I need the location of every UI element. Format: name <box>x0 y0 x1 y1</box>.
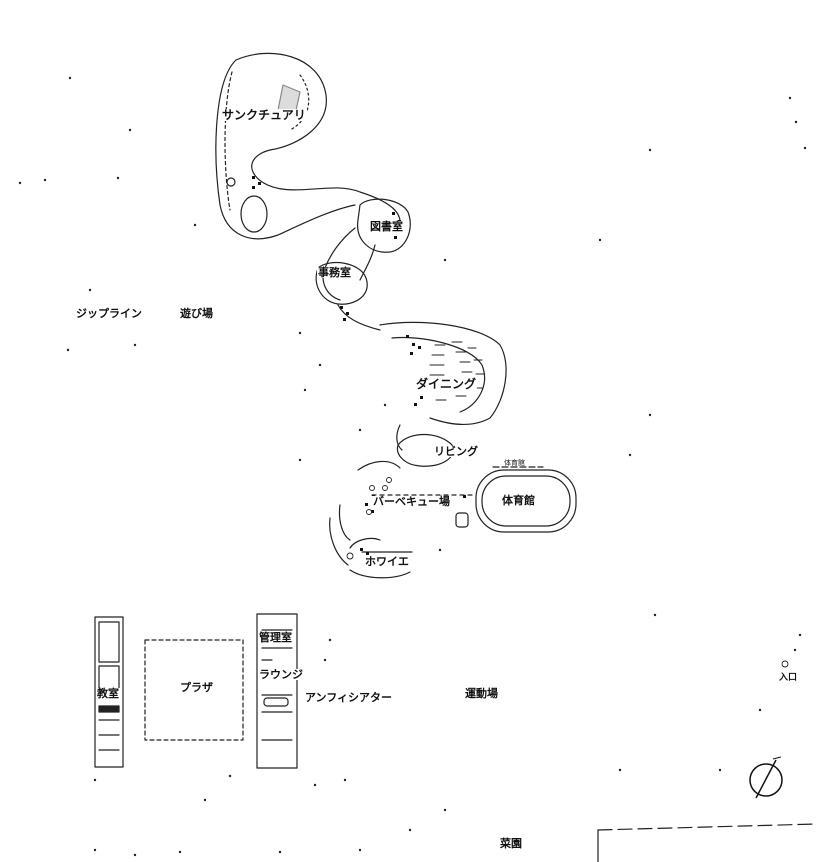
label-admin: 管理室 <box>258 631 293 644</box>
gym-entry-symbol <box>455 512 469 528</box>
north-arrow-icon <box>749 756 783 799</box>
sanctuary-outline <box>235 52 401 226</box>
gym-outline <box>475 469 577 533</box>
sanctuary-inner <box>215 59 356 240</box>
label-sanctuary: サンクチュアリ <box>221 108 307 122</box>
dining-outline <box>379 321 507 425</box>
label-living: リビング <box>433 445 479 458</box>
label-lounge: ラウンジ <box>258 668 304 681</box>
library-outline <box>357 198 411 253</box>
label-farm: 菜園 <box>500 837 522 850</box>
label-classroom: 教室 <box>96 687 120 700</box>
label-zipline: ジップライン <box>76 307 142 320</box>
admin-lounge-building <box>256 613 298 769</box>
label-entrance: 入口 <box>779 673 798 683</box>
trees <box>18 76 807 857</box>
boundary-line <box>597 823 816 831</box>
label-foyer: ホワイエ <box>364 555 410 568</box>
label-playground: 遊び場 <box>180 307 213 320</box>
office-outline <box>315 261 368 305</box>
label-gym-top: 体育館 <box>504 459 525 467</box>
bbq-outline <box>338 504 351 541</box>
label-plaza: プラザ <box>180 681 213 694</box>
sanctuary-pond <box>240 195 268 233</box>
label-bbq: バーベキュー場 <box>372 495 451 508</box>
label-gym: 体育館 <box>502 494 535 507</box>
dining-tables <box>429 341 485 401</box>
living-outline <box>396 433 454 467</box>
plaza-outline <box>144 639 244 741</box>
classroom-building <box>94 616 124 768</box>
label-office: 事務室 <box>317 266 352 279</box>
label-dining: ダイニング <box>415 377 478 391</box>
label-library: 図書室 <box>369 220 404 233</box>
label-sports-field: 運動場 <box>465 687 498 700</box>
label-amphitheater: アンフィシアター <box>305 691 393 704</box>
foyer-outline <box>349 537 381 549</box>
